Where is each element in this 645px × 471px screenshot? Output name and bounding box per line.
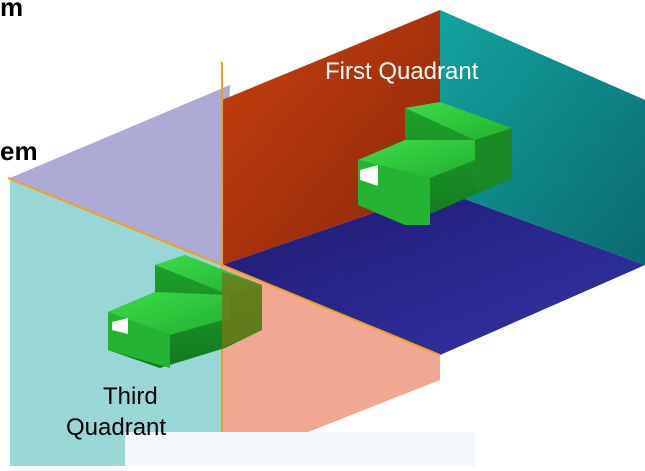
axis-left-diagonal [7, 177, 223, 266]
label-third-quadrant-line2: Quadrant [66, 414, 167, 441]
plane-horizontal [222, 190, 645, 355]
object-first-quadrant [358, 102, 512, 225]
label-third-quadrant-line1: Third [103, 383, 158, 410]
object-third-quadrant [108, 255, 262, 368]
plane-third-quadrant-vertical [222, 265, 440, 466]
header-fragment-top: m [0, 0, 24, 22]
plane-second-quadrant [10, 85, 230, 265]
header-fragment-middle: em [0, 136, 38, 166]
axis-right-diagonal [221, 264, 441, 356]
plane-first-quadrant-side [440, 10, 645, 265]
label-first-quadrant: First Quadrant [325, 58, 479, 85]
caption-strip [125, 432, 475, 466]
